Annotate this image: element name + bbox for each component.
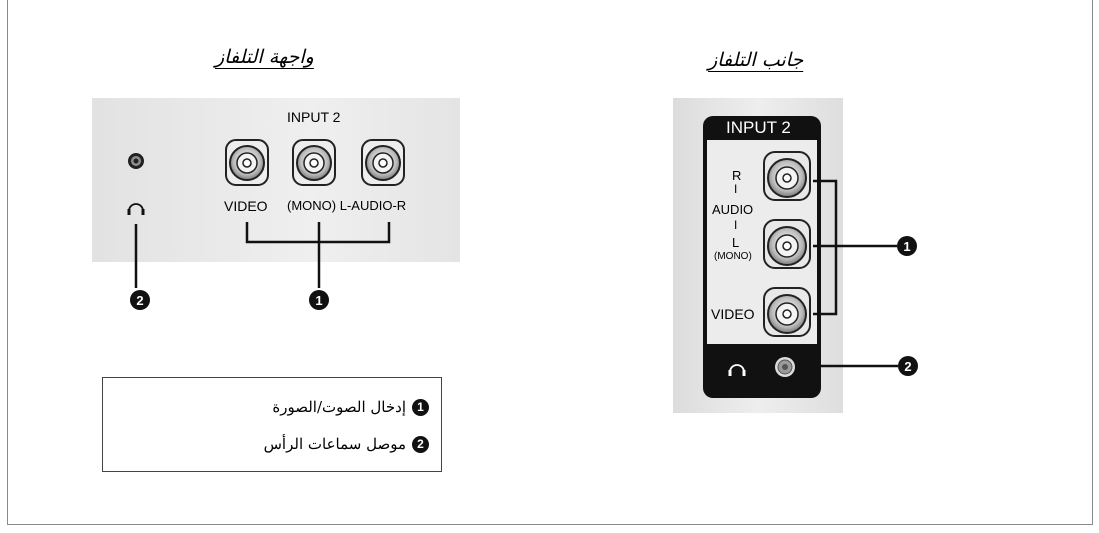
front-audio-l-jack xyxy=(292,139,336,186)
front-panel-title: واجهة التلفاز xyxy=(215,46,314,68)
front-video-jack xyxy=(225,139,269,186)
side-callout-1: 1 xyxy=(897,236,917,256)
side-headphone-icon xyxy=(728,364,746,376)
svg-text:1: 1 xyxy=(903,239,910,254)
front-headphone-icon xyxy=(127,203,145,215)
side-l-label: L xyxy=(732,235,740,250)
legend-box: 1 إدخال الصوت/الصورة 2 موصل سماعات الرأس xyxy=(102,377,442,472)
side-audio-label: AUDIO xyxy=(712,202,754,217)
side-headphone-jack xyxy=(775,357,795,377)
side-video-label: VIDEO xyxy=(711,306,755,322)
side-r-label: R xyxy=(732,168,742,183)
legend-badge-1: 1 xyxy=(412,398,429,416)
side-video-jack xyxy=(763,287,811,337)
side-audio-r-jack xyxy=(763,151,811,201)
front-headphone-jack xyxy=(128,153,144,169)
front-video-label: VIDEO xyxy=(224,198,268,214)
legend-badge-2: 2 xyxy=(412,435,429,453)
legend-item-headphone: 2 موصل سماعات الرأس xyxy=(264,435,429,453)
side-mono-label: (MONO) xyxy=(714,251,752,262)
side-separator-1: I xyxy=(734,182,738,196)
side-av-bracket xyxy=(813,179,897,316)
legend-text-av-input: إدخال الصوت/الصورة xyxy=(272,398,406,416)
svg-text:2: 2 xyxy=(904,359,911,374)
front-callout-1: 1 xyxy=(309,290,329,310)
side-separator-2: I xyxy=(734,218,738,232)
front-av-bracket xyxy=(245,222,391,288)
front-audio-r-jack xyxy=(361,139,405,186)
side-callout-2: 2 xyxy=(898,356,918,376)
svg-text:2: 2 xyxy=(136,293,143,308)
front-input-label: INPUT 2 xyxy=(287,109,341,125)
side-panel-title: جانب التلفاز xyxy=(708,49,804,71)
svg-text:1: 1 xyxy=(315,293,322,308)
figure-frame xyxy=(7,0,1093,525)
front-audio-label: (MONO) L-AUDIO-R xyxy=(287,198,407,213)
legend-item-av-input: 1 إدخال الصوت/الصورة xyxy=(272,398,429,416)
side-input-label: INPUT 2 xyxy=(726,118,791,137)
side-audio-l-jack xyxy=(763,219,811,269)
legend-text-headphone: موصل سماعات الرأس xyxy=(263,435,406,453)
front-callout-2: 2 xyxy=(130,290,150,310)
